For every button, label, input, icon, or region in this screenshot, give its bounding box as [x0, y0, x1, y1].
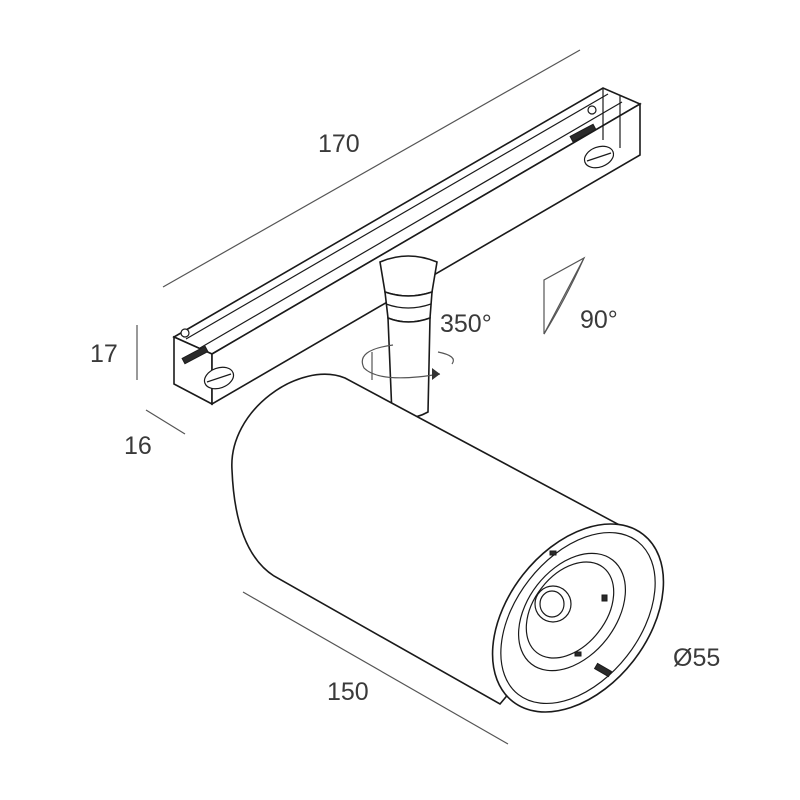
- tilt-angle-icon: [543, 256, 586, 335]
- label-150: 150: [327, 678, 369, 706]
- dim-line-150: [242, 591, 509, 745]
- label-rotation: 350°: [440, 310, 492, 338]
- label-170: 170: [318, 130, 360, 158]
- locking-tab-icon: [593, 662, 613, 678]
- label-diameter: Ø55: [673, 644, 720, 672]
- screw-icon: [180, 328, 190, 338]
- dim-line-170: [162, 49, 581, 288]
- spotlight-body: [231, 373, 665, 713]
- swivel-stem: [379, 255, 438, 419]
- rotation-arrow-icon: [361, 344, 454, 380]
- screw-icon: [587, 105, 597, 115]
- label-tilt: 90°: [580, 306, 618, 334]
- track-adapter: [172, 87, 642, 406]
- label-17: 17: [90, 340, 118, 368]
- contact-slot-icon: [569, 123, 597, 143]
- dim-line-16: [145, 409, 186, 435]
- contact-slot-icon: [181, 345, 209, 365]
- label-16: 16: [124, 432, 152, 460]
